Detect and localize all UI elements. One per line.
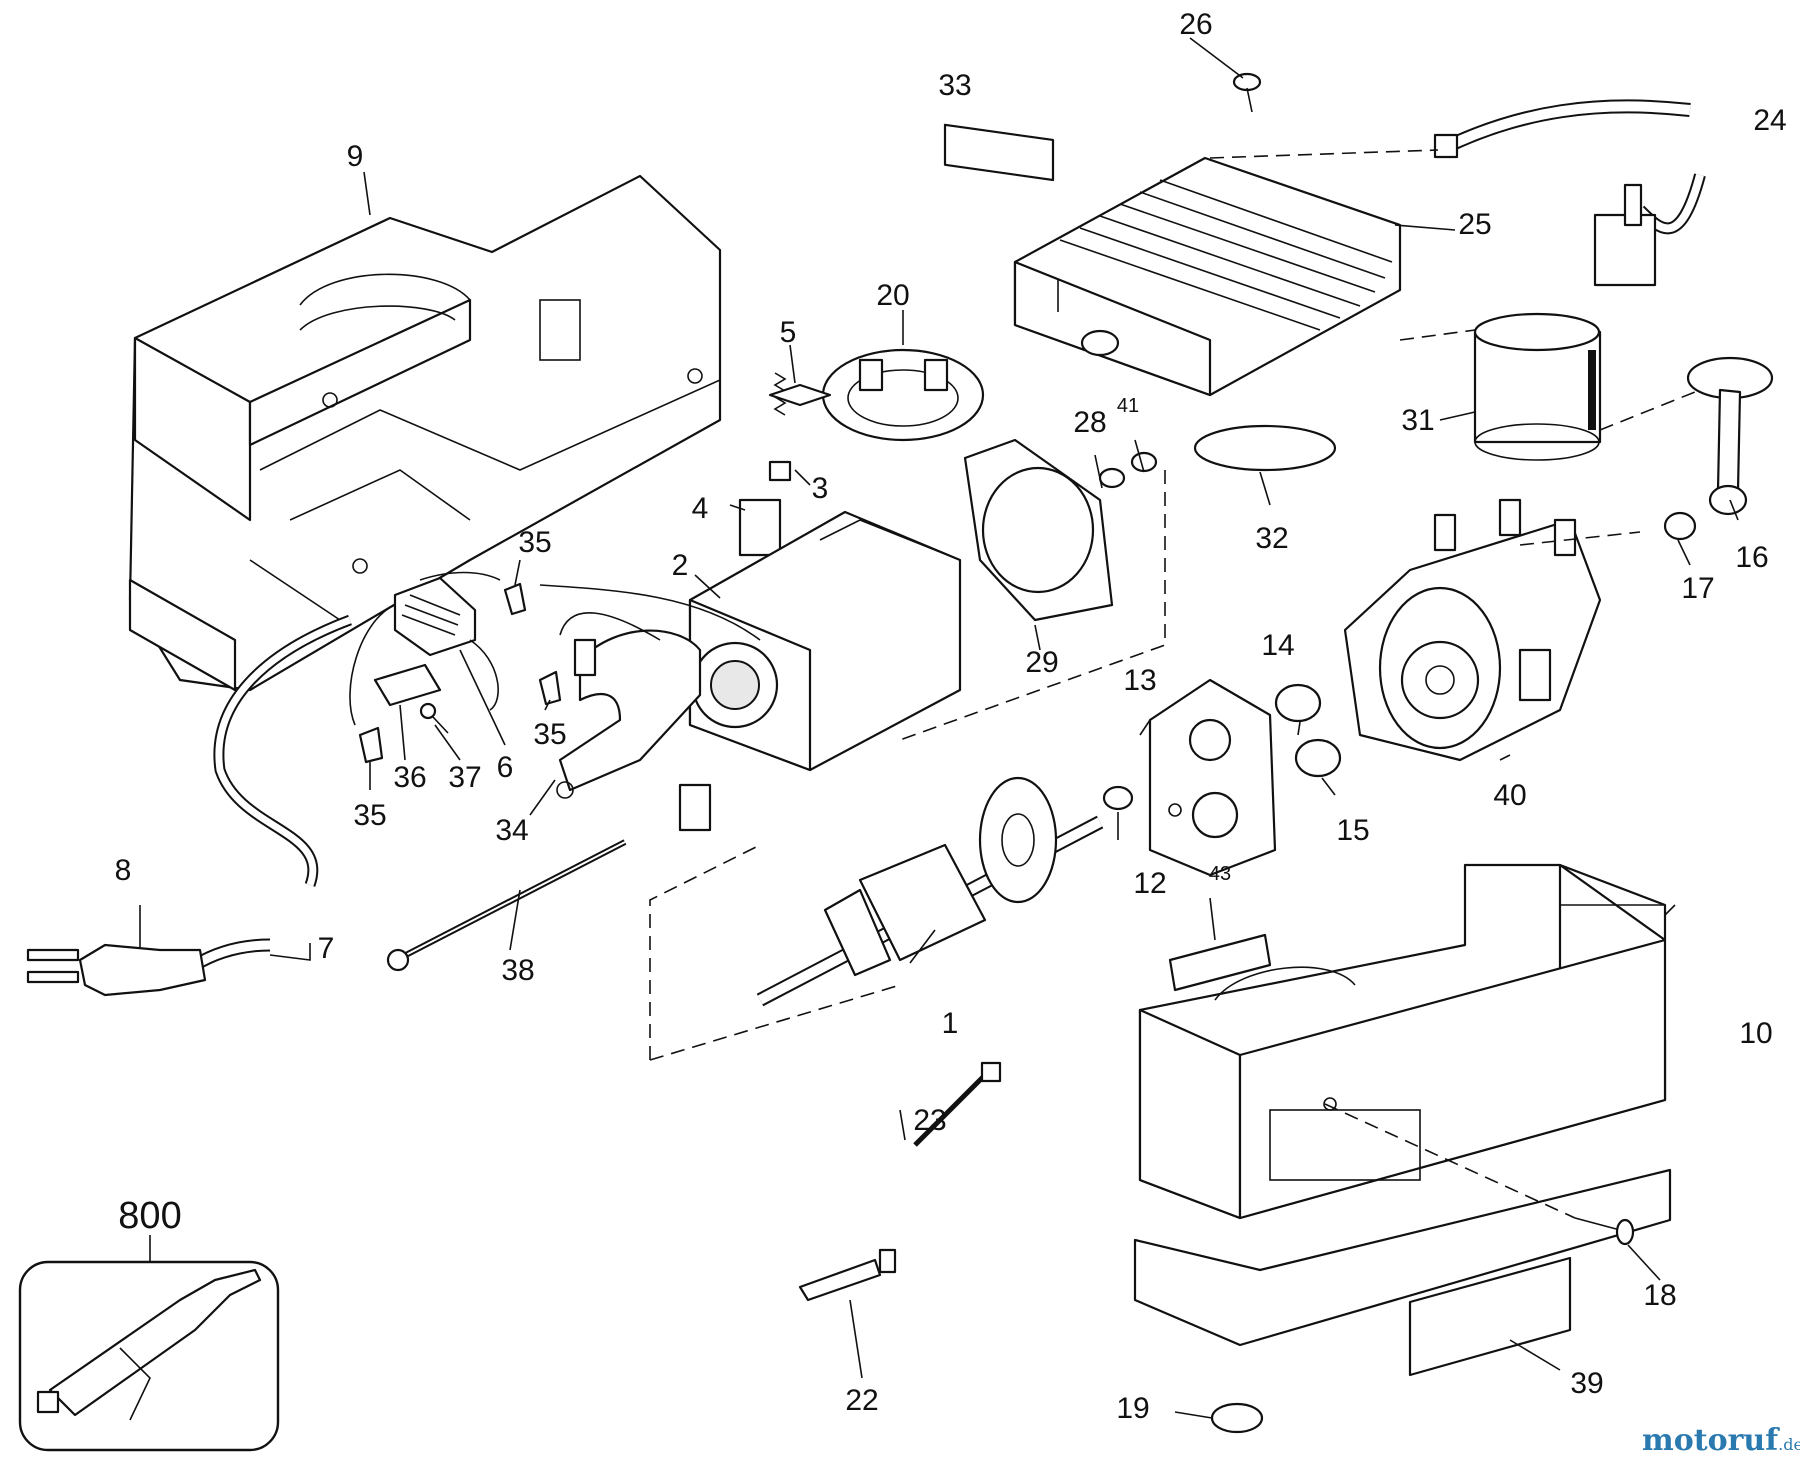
label-7: 7	[318, 932, 335, 965]
washer-part-28	[1098, 467, 1126, 489]
nozzle-part-22	[798, 1248, 897, 1302]
wires	[349, 571, 761, 726]
foot-part-19	[1210, 1402, 1264, 1434]
piston-rod-part-16	[1686, 356, 1774, 516]
label-35c: 35	[353, 799, 386, 832]
brush-clip-part-5	[768, 383, 832, 407]
label-6: 6	[497, 751, 514, 784]
armature-part-1	[756, 776, 1104, 1007]
label-43: 43	[1209, 863, 1231, 885]
label-part-43	[1168, 933, 1272, 992]
label-3: 3	[812, 472, 829, 505]
label-35b: 35	[533, 718, 566, 751]
label-40: 40	[1493, 779, 1526, 812]
label-41: 41	[1117, 395, 1139, 417]
label-17: 17	[1681, 572, 1714, 605]
washer-part-12	[1102, 785, 1134, 811]
label-35a: 35	[518, 526, 551, 559]
accessory-inset-800	[18, 1235, 280, 1452]
label-8: 8	[115, 854, 132, 887]
end-plate-part-13	[1148, 678, 1277, 877]
leader-lines	[139, 37, 1739, 1419]
fan-shroud-part-29	[963, 438, 1114, 622]
label-31: 31	[1401, 404, 1434, 437]
label-34: 34	[495, 814, 528, 847]
label-26: 26	[1179, 8, 1212, 41]
screw-part-37	[419, 702, 449, 734]
label-24: 24	[1753, 104, 1786, 137]
label-2: 2	[672, 549, 689, 582]
compressor-housing-part-40	[1343, 498, 1602, 762]
housing-lower-part-10	[1133, 863, 1672, 1347]
label-part-33	[943, 123, 1055, 182]
part-labels: 9 33 26 24 25 20 5 3 4 2 31 32 28 41 29 …	[115, 8, 1787, 1425]
watermark-tld: .de	[1778, 1435, 1800, 1454]
filter-part-31	[1473, 312, 1602, 461]
bearing-bracket-part-34	[556, 629, 712, 832]
label-20: 20	[876, 279, 909, 312]
label-32: 32	[1255, 522, 1288, 555]
watermark-brand: motoruf	[1642, 1423, 1780, 1458]
tie-rod-part-38	[386, 839, 627, 972]
label-5: 5	[780, 316, 797, 349]
label-29: 29	[1025, 646, 1058, 679]
label-36: 36	[393, 761, 426, 794]
wire-nut-part-35a	[503, 582, 527, 616]
bushing-part-15	[1294, 738, 1342, 778]
wire-nut-part-35b	[538, 670, 562, 706]
brush-ring-part-20	[821, 348, 985, 442]
label-28: 28	[1073, 406, 1106, 439]
label-800: 800	[118, 1195, 181, 1237]
label-23: 23	[913, 1104, 946, 1137]
plug-part-8	[26, 943, 207, 997]
cover-part-25	[1013, 156, 1402, 397]
label-37: 37	[448, 761, 481, 794]
brush-box-part-4	[738, 498, 782, 557]
label-19: 19	[1116, 1392, 1149, 1425]
label-4: 4	[692, 492, 709, 525]
plate-part-36	[373, 663, 442, 707]
motor-field-part-2	[688, 510, 962, 772]
label-38: 38	[501, 954, 534, 987]
wire-nut-part-35c	[358, 726, 384, 764]
bushing-part-14	[1274, 683, 1322, 723]
label-18: 18	[1643, 1279, 1676, 1312]
assembly-guides	[649, 149, 1701, 1219]
housing-upper-part-9	[128, 174, 722, 692]
screw-part-26	[1232, 72, 1262, 113]
hose-part-24	[1433, 99, 1706, 287]
screw-part-18	[1574, 1217, 1635, 1246]
valve-part-23	[913, 1061, 1002, 1147]
label-16: 16	[1735, 541, 1768, 574]
label-22: 22	[845, 1384, 878, 1417]
watermark-logo: motoruf.de	[1642, 1423, 1800, 1458]
label-12: 12	[1133, 867, 1166, 900]
oring-part-32	[1193, 424, 1337, 472]
label-25: 25	[1458, 208, 1491, 241]
label-1: 1	[942, 1007, 959, 1040]
label-33: 33	[938, 69, 971, 102]
label-part-39	[1408, 1256, 1572, 1377]
label-14: 14	[1261, 629, 1294, 662]
label-10: 10	[1739, 1017, 1772, 1050]
switch-part-6	[393, 576, 477, 657]
label-15: 15	[1336, 814, 1369, 847]
svg-text:motoruf.de: motoruf.de	[1642, 1423, 1800, 1458]
label-9: 9	[347, 140, 364, 173]
bushing-part-17	[1663, 511, 1697, 541]
washer-part-41	[1130, 451, 1158, 473]
label-39: 39	[1570, 1367, 1603, 1400]
label-13: 13	[1123, 664, 1156, 697]
